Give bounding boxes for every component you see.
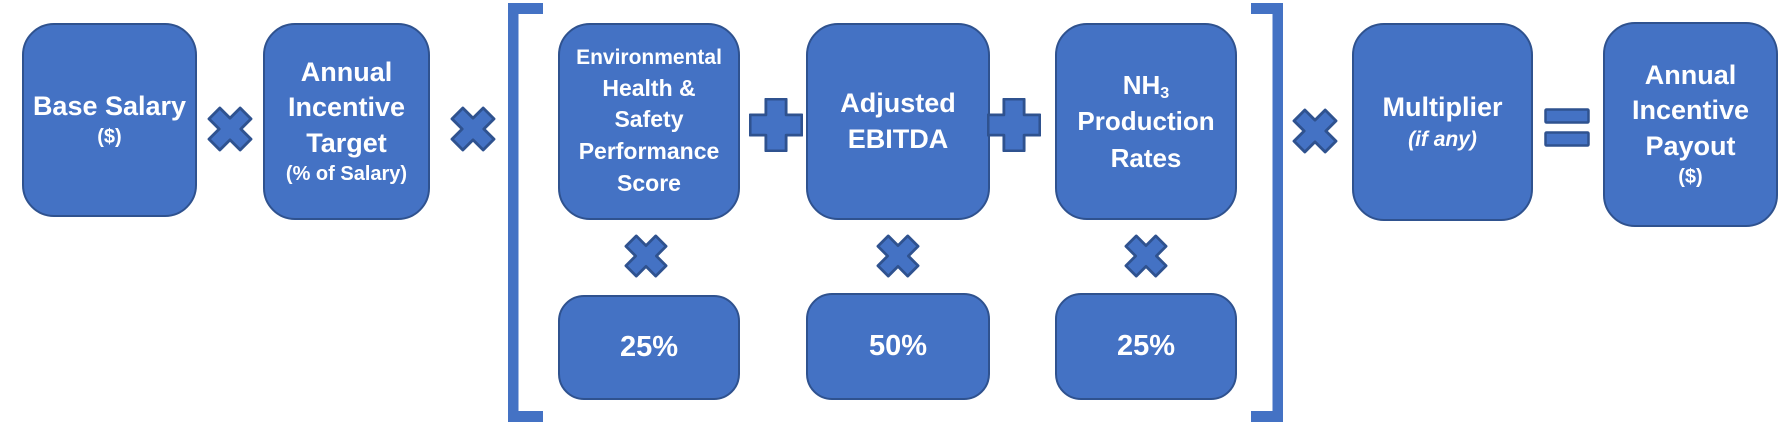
ehs-line: Performance bbox=[578, 137, 720, 164]
ehs-line: Score bbox=[617, 169, 681, 196]
base-salary-title: Base Salary bbox=[32, 90, 187, 121]
payout-line: Payout bbox=[1645, 130, 1736, 161]
multiplier-title: Multiplier bbox=[1382, 92, 1503, 123]
multiply-icon bbox=[1292, 108, 1338, 154]
target-line: Annual bbox=[300, 56, 393, 87]
adjusted-ebitda-box: Adjusted EBITDA bbox=[806, 23, 990, 220]
annual-incentive-target-box: Annual Incentive Target (% of Salary) bbox=[263, 23, 430, 220]
close-bracket bbox=[1251, 3, 1283, 422]
payout-line: Annual bbox=[1644, 60, 1737, 91]
target-line: Incentive bbox=[287, 92, 406, 123]
ebitda-weight-value: 50% bbox=[868, 330, 928, 363]
target-line: Target bbox=[306, 127, 387, 158]
multiply-icon bbox=[207, 106, 253, 152]
multiplier-note: (if any) bbox=[1408, 127, 1477, 151]
open-bracket bbox=[508, 3, 543, 422]
nh3-line: Production bbox=[1077, 106, 1215, 137]
equals-icon bbox=[1544, 108, 1590, 147]
ebitda-line: EBITDA bbox=[847, 123, 949, 154]
ehs-weight-value: 25% bbox=[619, 331, 679, 364]
annual-incentive-payout-box: Annual Incentive Payout ($) bbox=[1603, 22, 1778, 227]
ehs-line: Health & bbox=[602, 74, 696, 101]
target-unit: (% of Salary) bbox=[285, 163, 408, 186]
multiply-icon bbox=[624, 234, 668, 278]
multiplier-box: Multiplier (if any) bbox=[1352, 23, 1533, 221]
nh3-production-rates-box: NH3 Production Rates bbox=[1055, 23, 1237, 220]
ebitda-line: Adjusted bbox=[840, 87, 956, 118]
multiply-icon bbox=[450, 106, 496, 152]
base-salary-unit: ($) bbox=[97, 126, 122, 149]
plus-icon bbox=[987, 98, 1041, 152]
multiply-icon bbox=[1124, 234, 1168, 278]
payout-line: Incentive bbox=[1631, 95, 1750, 126]
nh3-symbol: NH3 bbox=[1122, 69, 1170, 103]
plus-icon bbox=[749, 98, 803, 152]
nh3-line: Rates bbox=[1110, 142, 1182, 173]
nh3-weight-value: 25% bbox=[1116, 330, 1176, 363]
ehs-line: Environmental bbox=[576, 45, 722, 69]
ehs-line: Safety bbox=[614, 106, 684, 133]
ebitda-weight-box: 50% bbox=[806, 293, 990, 400]
ehs-performance-score-box: Environmental Health & Safety Performanc… bbox=[558, 23, 740, 220]
nh3-subscript: 3 bbox=[1160, 84, 1170, 103]
nh3-weight-box: 25% bbox=[1055, 293, 1237, 400]
base-salary-box: Base Salary ($) bbox=[22, 23, 197, 217]
multiply-icon bbox=[876, 234, 920, 278]
ehs-weight-box: 25% bbox=[558, 295, 740, 400]
payout-unit: ($) bbox=[1678, 165, 1703, 188]
